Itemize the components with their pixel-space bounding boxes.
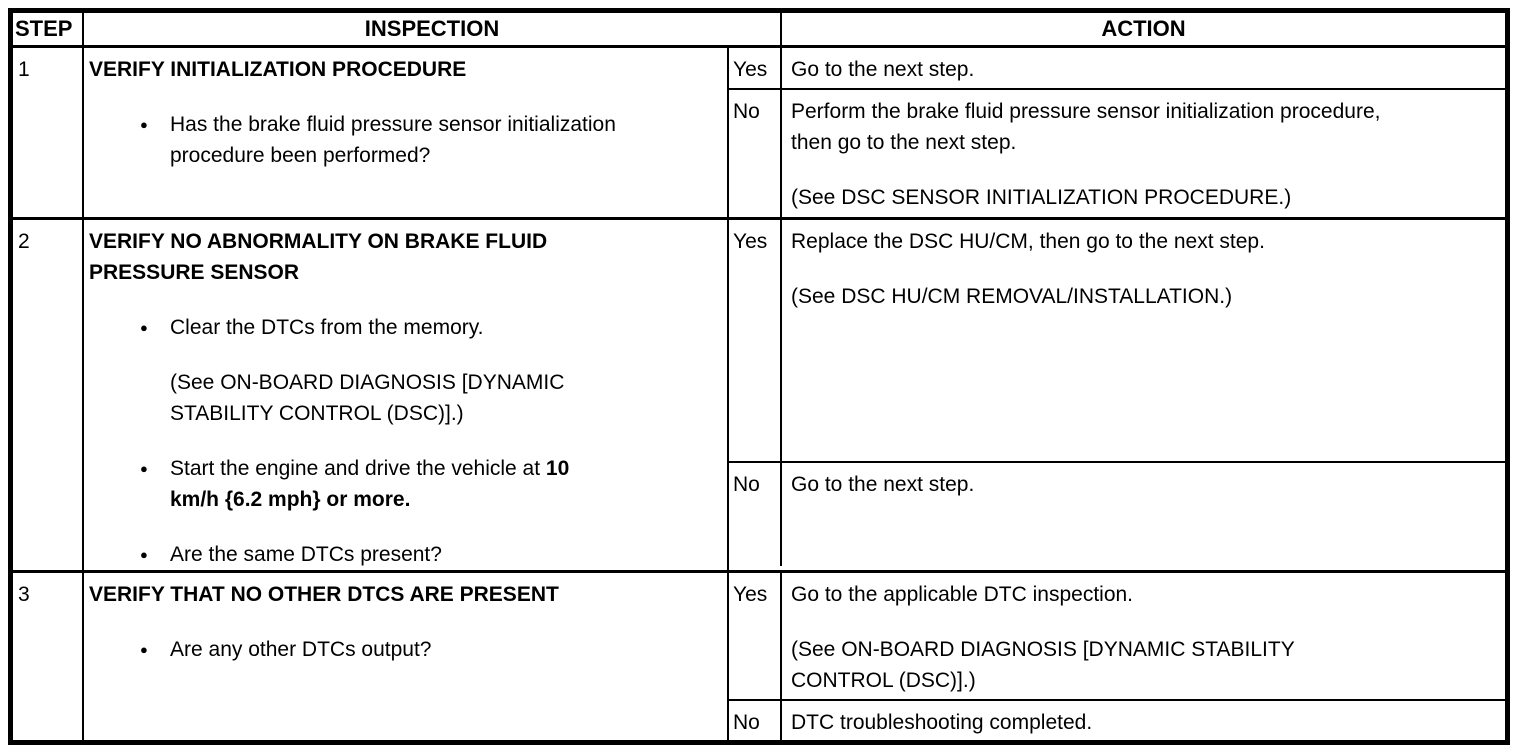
action-paragraph: Perform the brake fluid pressure sensor … bbox=[791, 96, 1497, 158]
answer-cell: Yes bbox=[729, 220, 782, 461]
action-line: (See DSC HU/CM REMOVAL/INSTALLATION.) bbox=[791, 285, 1233, 308]
branch-row-no: No Perform the brake fluid pressure sens… bbox=[729, 90, 1505, 217]
action-cell: Replace the DSC HU/CM, then go to the ne… bbox=[782, 220, 1505, 461]
step-number-cell: 3 bbox=[13, 573, 84, 740]
bullet-text: Start the engine and drive the vehicle a… bbox=[170, 453, 569, 515]
inspection-see-reference: (See ON-BOARD DIAGNOSIS [DYNAMIC STABILI… bbox=[170, 367, 727, 429]
bullet-line: Start the engine and drive the vehicle a… bbox=[170, 453, 569, 484]
step-number-cell: 1 bbox=[13, 48, 84, 217]
action-paragraph: Replace the DSC HU/CM, then go to the ne… bbox=[791, 226, 1497, 257]
inspection-title: VERIFY THAT NO OTHER DTCS ARE PRESENT bbox=[89, 579, 727, 610]
bullet-text: Are the same DTCs present? bbox=[170, 539, 442, 570]
title-line: VERIFY INITIALIZATION PROCEDURE bbox=[89, 58, 467, 81]
answer-cell: Yes bbox=[729, 48, 782, 88]
bullet-line: Clear the DTCs from the memory. bbox=[170, 316, 484, 339]
answer-cell: Yes bbox=[729, 573, 782, 699]
bullet-text: Clear the DTCs from the memory. bbox=[170, 312, 484, 343]
inspection-cell: VERIFY INITIALIZATION PROCEDURE ● Has th… bbox=[84, 48, 729, 217]
troubleshooting-table: STEP INSPECTION ACTION 1 VERIFY INITIALI… bbox=[8, 8, 1510, 745]
bullet-text: Are any other DTCs output? bbox=[170, 634, 431, 665]
step-row-2: 2 VERIFY NO ABNORMALITY ON BRAKE FLUID P… bbox=[13, 220, 1505, 573]
title-line: PRESSURE SENSOR bbox=[89, 261, 300, 284]
inspection-cell: VERIFY NO ABNORMALITY ON BRAKE FLUID PRE… bbox=[84, 220, 729, 570]
branch-row-yes: Yes Replace the DSC HU/CM, then go to th… bbox=[729, 220, 1505, 463]
reference-line: STABILITY CONTROL (DSC)].) bbox=[170, 402, 464, 425]
action-cell: Go to the next step. bbox=[782, 463, 1505, 566]
action-cell: Perform the brake fluid pressure sensor … bbox=[782, 90, 1505, 217]
bullet-text: Has the brake fluid pressure sensor init… bbox=[170, 109, 616, 171]
bullet-icon: ● bbox=[140, 642, 148, 657]
action-paragraph: (See ON-BOARD DIAGNOSIS [DYNAMIC STABILI… bbox=[791, 634, 1497, 696]
title-line: VERIFY NO ABNORMALITY ON BRAKE FLUID bbox=[89, 230, 548, 253]
action-paragraph: Go to the next step. bbox=[791, 54, 1497, 85]
action-line: Replace the DSC HU/CM, then go to the ne… bbox=[791, 230, 1265, 253]
bullet-line: Are any other DTCs output? bbox=[170, 638, 432, 661]
action-cell: DTC troubleshooting completed. bbox=[782, 701, 1505, 740]
bullet-line: procedure been performed? bbox=[170, 144, 431, 167]
branch-rows: Yes Go to the next step. No Perform the … bbox=[729, 48, 1505, 217]
inspection-title: VERIFY INITIALIZATION PROCEDURE bbox=[89, 54, 727, 85]
inspection-title: VERIFY NO ABNORMALITY ON BRAKE FLUID PRE… bbox=[89, 226, 727, 288]
action-paragraph: Go to the applicable DTC inspection. bbox=[791, 579, 1497, 610]
bullet-icon: ● bbox=[140, 320, 148, 335]
step-number-cell: 2 bbox=[13, 220, 84, 570]
header-step: STEP bbox=[13, 13, 84, 45]
inspection-bullet: ● Are any other DTCs output? bbox=[140, 634, 727, 665]
inspection-bullet: ● Has the brake fluid pressure sensor in… bbox=[140, 109, 727, 171]
branch-row-no: No DTC troubleshooting completed. bbox=[729, 701, 1505, 740]
text-regular: Start the engine and drive the vehicle a… bbox=[170, 457, 546, 480]
branch-row-yes: Yes Go to the applicable DTC inspection.… bbox=[729, 573, 1505, 701]
action-cell: Go to the applicable DTC inspection. (Se… bbox=[782, 573, 1505, 699]
inspection-bullet: ● Start the engine and drive the vehicle… bbox=[140, 453, 727, 515]
answer-cell: No bbox=[729, 701, 782, 740]
action-paragraph: DTC troubleshooting completed. bbox=[791, 707, 1497, 738]
action-line: Go to the applicable DTC inspection. bbox=[791, 583, 1134, 606]
branch-row-no: No Go to the next step. bbox=[729, 463, 1505, 566]
bullet-line: Are the same DTCs present? bbox=[170, 543, 442, 566]
action-line: DTC troubleshooting completed. bbox=[791, 711, 1093, 734]
action-paragraph: Go to the next step. bbox=[791, 469, 1497, 500]
step-row-1: 1 VERIFY INITIALIZATION PROCEDURE ● Has … bbox=[13, 48, 1505, 220]
branch-row-yes: Yes Go to the next step. bbox=[729, 48, 1505, 90]
action-line: Perform the brake fluid pressure sensor … bbox=[791, 100, 1381, 123]
action-line: Go to the next step. bbox=[791, 473, 975, 496]
header-row: STEP INSPECTION ACTION bbox=[13, 13, 1505, 48]
text-bold: 10 bbox=[545, 457, 570, 480]
action-cell: Go to the next step. bbox=[782, 48, 1505, 88]
action-paragraph: (See DSC HU/CM REMOVAL/INSTALLATION.) bbox=[791, 281, 1497, 312]
bullet-icon: ● bbox=[140, 547, 148, 562]
bullet-line: Has the brake fluid pressure sensor init… bbox=[170, 113, 616, 136]
action-paragraph: (See DSC SENSOR INITIALIZATION PROCEDURE… bbox=[791, 182, 1497, 213]
header-action: ACTION bbox=[1101, 16, 1186, 41]
action-line: (See ON-BOARD DIAGNOSIS [DYNAMIC STABILI… bbox=[791, 638, 1295, 661]
reference-line: (See ON-BOARD DIAGNOSIS [DYNAMIC bbox=[170, 371, 565, 394]
action-line: Go to the next step. bbox=[791, 58, 975, 81]
branch-rows: Yes Replace the DSC HU/CM, then go to th… bbox=[729, 220, 1505, 570]
inspection-bullet: ● Clear the DTCs from the memory. bbox=[140, 312, 727, 343]
answer-cell: No bbox=[729, 90, 782, 217]
action-line: CONTROL (DSC)].) bbox=[791, 669, 976, 692]
inspection-bullet: ● Are the same DTCs present? bbox=[140, 539, 727, 570]
bullet-line-bold: km/h {6.2 mph} or more. bbox=[170, 488, 411, 511]
header-inspection: INSPECTION bbox=[84, 13, 782, 45]
action-line: (See DSC SENSOR INITIALIZATION PROCEDURE… bbox=[791, 186, 1292, 209]
branch-rows: Yes Go to the applicable DTC inspection.… bbox=[729, 573, 1505, 740]
action-line: then go to the next step. bbox=[791, 131, 1017, 154]
bullet-icon: ● bbox=[140, 117, 148, 132]
answer-cell: No bbox=[729, 463, 782, 566]
bullet-icon: ● bbox=[140, 461, 148, 476]
step-row-3: 3 VERIFY THAT NO OTHER DTCS ARE PRESENT … bbox=[13, 573, 1505, 740]
title-line: VERIFY THAT NO OTHER DTCS ARE PRESENT bbox=[89, 583, 559, 606]
inspection-cell: VERIFY THAT NO OTHER DTCS ARE PRESENT ● … bbox=[84, 573, 729, 740]
